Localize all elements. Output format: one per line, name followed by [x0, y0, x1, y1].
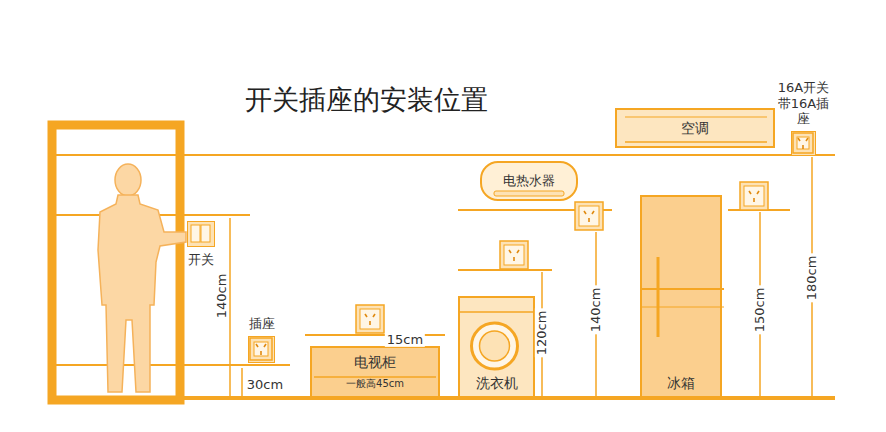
dimension-label: 15cm	[385, 333, 425, 347]
part-label: 插座	[249, 316, 275, 332]
socket-plate: 16A开关 带16A插座	[791, 131, 816, 156]
diagram-title: 开关插座的安装位置	[245, 82, 488, 118]
node-decoration	[188, 222, 216, 248]
appliance-box: 冰箱	[640, 195, 722, 398]
part-label: 16A开关 带16A插座	[772, 80, 836, 127]
dimension-label: 120cm	[535, 309, 549, 358]
dimension-label: 30cm	[245, 378, 285, 392]
appliance-box: 电热水器	[480, 161, 578, 201]
appliance-box: 空调	[615, 108, 775, 148]
appliance-name: 洗衣机	[476, 375, 518, 392]
part-label: 开关	[188, 252, 214, 268]
socket-plate: 插座	[248, 336, 275, 363]
appliance-name: 空调	[681, 120, 709, 137]
appliance-name: 冰箱	[667, 375, 695, 392]
switch-plate: 开关	[187, 221, 215, 247]
appliance-name: 电热水器	[503, 173, 555, 189]
dimension-label: 140cm	[589, 286, 603, 335]
node-decoration	[792, 132, 817, 157]
appliance-box: 电视柜一般高45cm	[310, 346, 440, 398]
appliance-name: 电视柜	[354, 354, 396, 371]
dimension-label: 180cm	[805, 254, 819, 303]
node-decoration	[642, 197, 724, 400]
dimension-label: 150cm	[753, 286, 767, 335]
node-decoration	[249, 337, 276, 364]
appliance-box: 洗衣机	[458, 296, 535, 398]
appliance-note: 一般高45cm	[346, 378, 404, 390]
dimension-label: 140cm	[215, 272, 229, 321]
